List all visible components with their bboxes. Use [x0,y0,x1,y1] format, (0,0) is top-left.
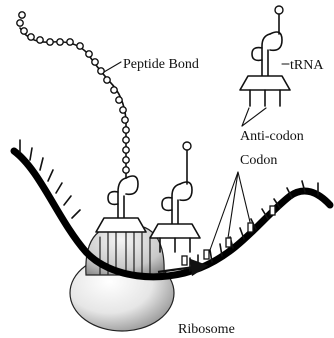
trna-free-middle [149,141,201,253]
peptide-bond-label: Peptide Bond [123,57,199,72]
leader-lines [103,61,290,251]
mrna-strand [10,147,334,281]
ribosome-direction-arrow [157,258,209,277]
polypeptide-chain [16,11,130,179]
trna-label: tRNA [290,58,324,73]
trna-free-labelled [239,5,291,107]
anticodon-label: Anti-codon [240,129,304,144]
mrna-codon-boxes [181,205,276,266]
ribosome-label: Ribosome [178,322,235,337]
codon-label: Codon [240,153,277,168]
trna-bound [95,175,147,233]
